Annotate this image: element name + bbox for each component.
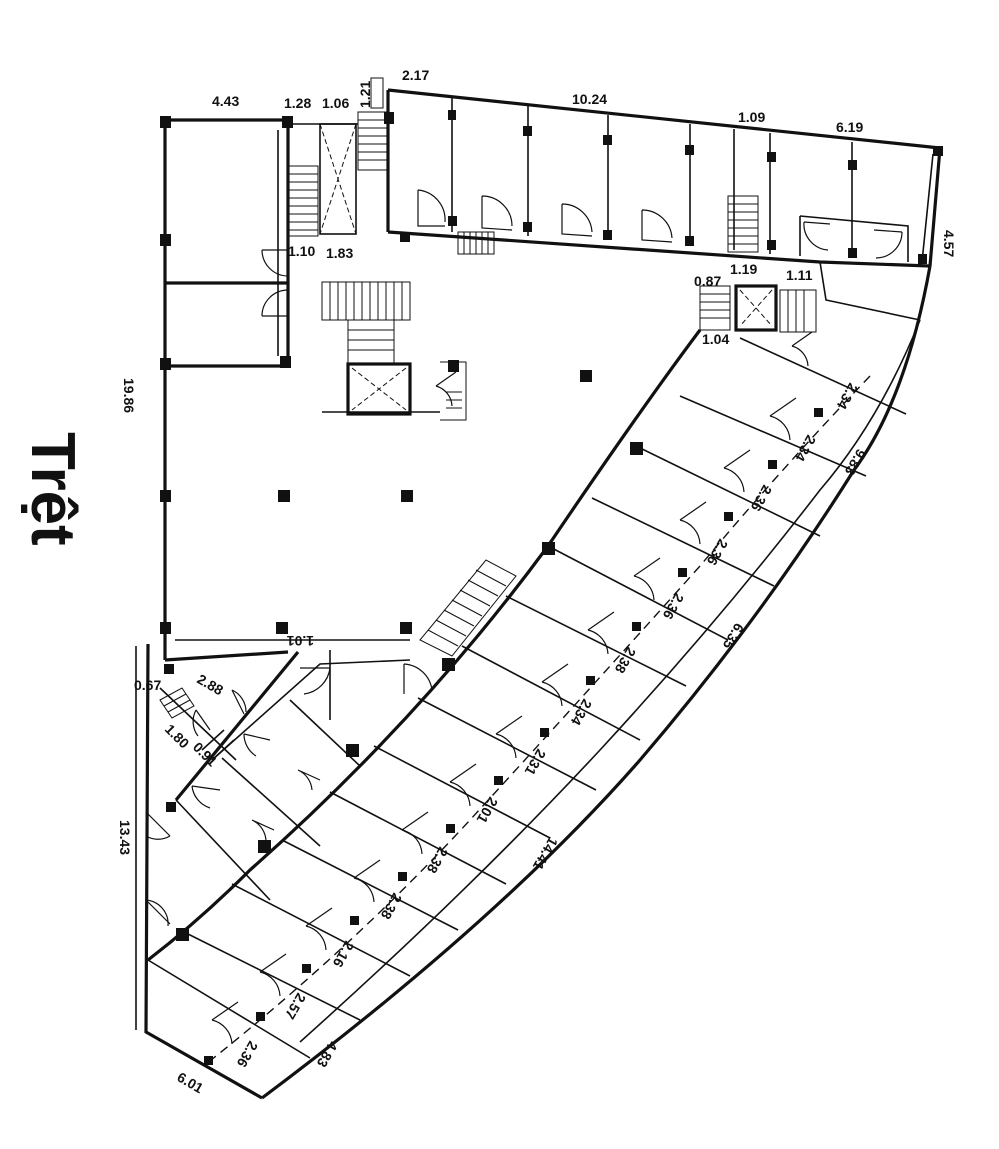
hall-columns: [160, 116, 592, 634]
dimension-labels: 4.43 1.28 1.06 1.21 2.17 10.24 1.09 6.19…: [117, 67, 957, 1096]
curved-doors: [145, 331, 813, 1045]
dim-left-lower: 13.43: [117, 820, 133, 855]
dim-top-wing: 10.24: [572, 91, 607, 107]
diagonal-stair: [419, 559, 517, 657]
dim-bottom-tip: 6.01: [175, 1069, 207, 1097]
dim-outer-right: 9.83: [842, 447, 870, 479]
dim-corner-right: 4.57: [941, 230, 957, 257]
dim-bay-7: 2.34: [568, 697, 596, 729]
dim-lift-mid: 1.19: [730, 261, 757, 277]
dim-outer-long: 14.41: [530, 835, 561, 874]
dim-bay-1: 2.34: [834, 381, 862, 413]
dim-top-room-1: 4.43: [212, 93, 239, 109]
dim-stair-b: 1.06: [322, 95, 349, 111]
dim-bay-12: 2.16: [330, 939, 358, 971]
dim-entry-b: 0.91: [190, 739, 221, 770]
dim-stair-left-b: 1.83: [326, 245, 353, 261]
dim-bay-3: 2.36: [748, 483, 776, 515]
dim-bay-10: 2.38: [424, 845, 452, 877]
dim-stair-a: 1.28: [284, 95, 311, 111]
dim-lift-right: 1.11: [786, 267, 813, 283]
dim-lift-bottom: 1.04: [702, 331, 729, 347]
dim-bay-8: 2.31: [522, 747, 550, 779]
left-block: [163, 118, 410, 662]
top-wing: [386, 88, 942, 268]
dim-top-right: 6.19: [836, 119, 863, 135]
right-core: [699, 261, 921, 333]
doors-top: [417, 189, 903, 259]
dim-bay-11: 2.38: [378, 891, 406, 923]
central-core: [321, 281, 467, 421]
dim-stair-left-a: 1.10: [288, 243, 315, 259]
dim-hall-inner: 1.01: [287, 633, 314, 649]
dim-entry-small: 0.67: [134, 677, 161, 693]
dim-corridor-room: 2.88: [195, 671, 227, 699]
hall-doors: [261, 249, 289, 317]
dim-left-wall: 19.86: [121, 378, 137, 413]
columns-top: [384, 110, 943, 264]
dim-top-room-2: 2.17: [402, 67, 429, 83]
dim-bay-14: 2.36: [234, 1039, 262, 1071]
dim-stair-right: 1.09: [738, 109, 765, 125]
curved-wing: [135, 265, 932, 1100]
dim-small-gap: 1.21: [357, 81, 373, 108]
curved-columns: [164, 408, 823, 1065]
dim-bay-2: 2.34: [792, 433, 820, 465]
entrance-steps: [159, 687, 235, 761]
dim-entry-a: 1.80: [162, 721, 193, 752]
dim-lift-left: 0.87: [694, 273, 721, 289]
dim-bay-9: 2.01: [474, 795, 502, 827]
dim-bay-13: 2.57: [282, 991, 310, 1023]
top-stairs: [357, 77, 759, 255]
dim-outer-mid: 6.35: [720, 621, 748, 653]
